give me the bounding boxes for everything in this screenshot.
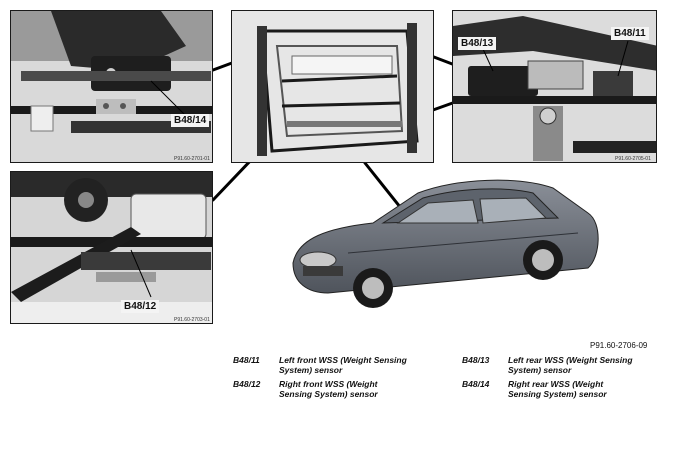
seat-motor-drawing	[11, 172, 212, 323]
legend-desc-line1: Left front WSS (Weight Sensing	[279, 355, 407, 365]
seat-rail-drawing	[11, 11, 212, 162]
legend-desc-line1: Right front WSS (Weight	[279, 379, 378, 389]
legend-key: B48/13	[462, 355, 490, 365]
panel-seat-frame	[231, 10, 434, 163]
legend-desc-line1: Right rear WSS (Weight	[508, 379, 604, 389]
panel-right-front-sensor: B48/12 P91.60-2703-01	[10, 171, 213, 324]
legend-desc-line2: Sensing System) sensor	[508, 389, 607, 399]
legend-desc-line2: System) sensor	[279, 365, 343, 375]
callout-b48-13: B48/13	[458, 37, 497, 50]
car-illustration	[292, 179, 599, 308]
callout-b48-14: B48/14	[171, 114, 210, 127]
panel-rear-and-left-front-sensors: B48/13 B48/11 P91.60-2705-01	[452, 10, 657, 163]
panel-code: P91.60-2701-01	[174, 156, 210, 162]
panel-code: P91.60-2705-01	[615, 156, 651, 162]
legend-item: B48/12 Right front WSS (Weight Sensing S…	[233, 379, 453, 401]
figure-reference: P91.60-2706-09	[590, 341, 648, 350]
seat-frame-drawing	[232, 11, 433, 162]
callout-b48-11: B48/11	[611, 27, 649, 40]
legend-item: B48/11 Left front WSS (Weight Sensing Sy…	[233, 355, 453, 377]
legend-item: B48/14 Right rear WSS (Weight Sensing Sy…	[462, 379, 667, 401]
legend-key: B48/12	[233, 379, 261, 389]
legend-desc-line2: System) sensor	[508, 365, 572, 375]
callout-b48-12: B48/12	[121, 300, 160, 313]
panel-code: P91.60-2703-01	[174, 317, 210, 323]
panel-right-rear-sensor: B48/14 P91.60-2701-01	[10, 10, 213, 163]
legend-key: B48/14	[462, 379, 490, 389]
legend-item: B48/13 Left rear WSS (Weight Sensing Sys…	[462, 355, 667, 377]
legend-desc-line2: Sensing System) sensor	[279, 389, 378, 399]
legend-desc-line1: Left rear WSS (Weight Sensing	[508, 355, 633, 365]
legend-key: B48/11	[233, 355, 260, 365]
